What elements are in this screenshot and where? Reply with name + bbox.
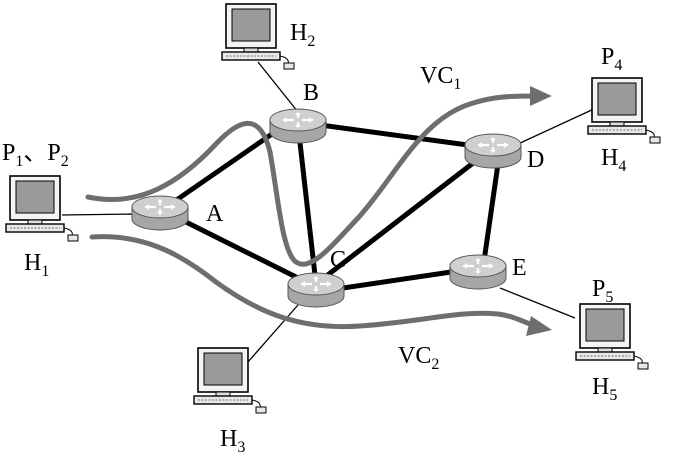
router-label-c: C	[330, 247, 346, 273]
link-e-h5	[499, 287, 576, 319]
link-b-c	[295, 122, 319, 287]
router-D	[463, 132, 523, 170]
router-label-d: D	[527, 147, 544, 173]
vc1-path	[85, 93, 539, 267]
router-A	[130, 194, 190, 232]
host-label-h4: H4	[601, 145, 626, 175]
router-label-b: B	[303, 80, 319, 106]
vc1-arrowhead	[530, 86, 552, 106]
computer-h5-icon	[575, 303, 649, 370]
link-d-h4	[517, 107, 597, 145]
router-E	[448, 253, 508, 291]
vc2-arrowhead	[526, 316, 552, 336]
vc-arrowheads	[526, 86, 552, 336]
computer-h3-icon	[193, 347, 267, 414]
router-C	[286, 271, 346, 309]
computer-h2-icon	[221, 3, 295, 70]
router-B	[268, 107, 328, 145]
link-d-e	[480, 147, 503, 271]
router-label-e: E	[512, 255, 527, 281]
host-label-h2: H2	[290, 20, 315, 50]
vc2-label: VC2	[398, 343, 439, 373]
virtual-circuits	[85, 93, 539, 330]
link-c-d	[313, 147, 493, 287]
process-label-p4: P4	[601, 44, 622, 74]
host-label-h5: H5	[592, 374, 617, 404]
link-h2-b	[257, 61, 299, 113]
link-b-d	[295, 119, 493, 151]
access-links	[61, 61, 597, 363]
process-label-p1-p2: P1、P2	[2, 140, 69, 170]
computer-h4-icon	[587, 77, 661, 144]
link-c-h3	[247, 304, 299, 363]
host-label-h1: H1	[24, 250, 49, 280]
vc2-path	[89, 234, 533, 330]
computer-h1-icon	[5, 175, 79, 242]
vc1-label: VC1	[420, 63, 461, 93]
link-h1-a	[61, 213, 141, 216]
router-label-a: A	[206, 201, 224, 227]
process-label-p5: P5	[592, 276, 613, 306]
host-label-h3: H3	[220, 426, 245, 456]
